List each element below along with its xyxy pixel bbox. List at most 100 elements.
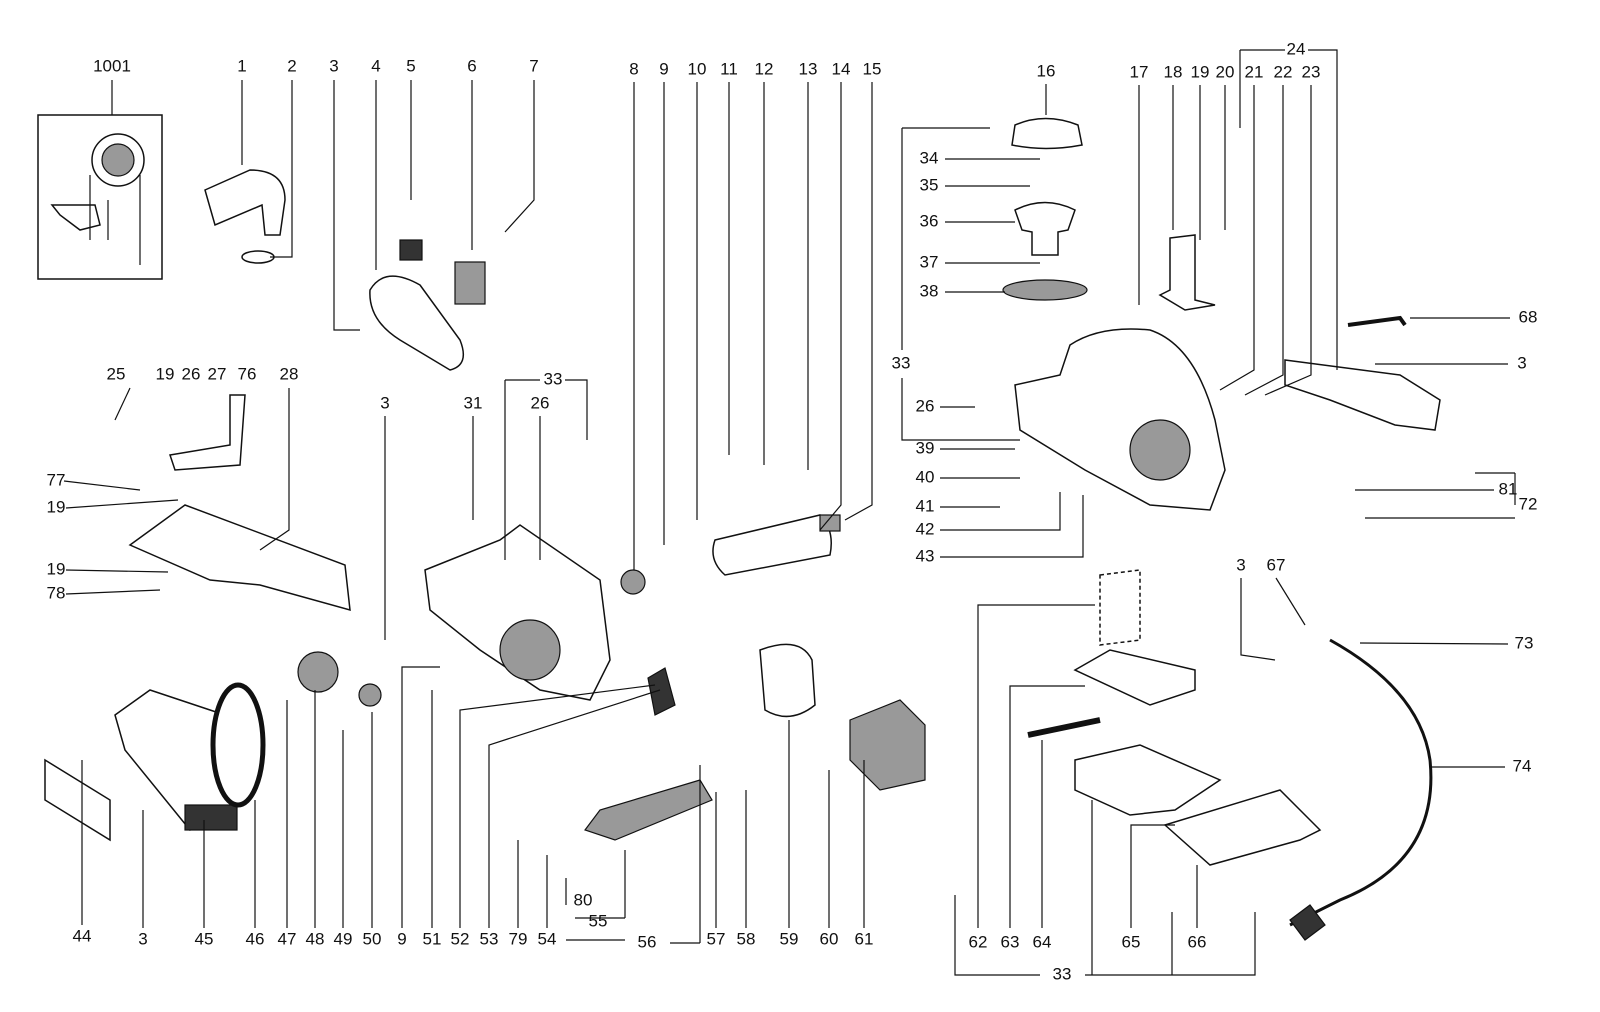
plug <box>1289 904 1326 941</box>
leader-line <box>1240 578 1276 661</box>
callout-label: 20 <box>1216 62 1235 81</box>
part-1016-cap <box>1011 117 1083 150</box>
callout-label: 4 <box>371 56 380 75</box>
callout-label: 43 <box>916 546 935 565</box>
callout-label: 53 <box>480 929 499 948</box>
callout-label: 36 <box>920 211 939 230</box>
part-27-angle <box>169 394 246 471</box>
callout-label: 33 <box>1053 964 1072 983</box>
leader-line <box>1130 824 1175 928</box>
leader-line <box>844 82 873 521</box>
callout-label: 1 <box>237 56 246 75</box>
part-74-cable <box>1289 638 1433 927</box>
part-15-sleeve <box>819 514 841 532</box>
callout-label: 26 <box>531 393 550 412</box>
part-56-armature <box>584 779 713 841</box>
callout-label: 57 <box>707 929 726 948</box>
leader-line <box>1359 642 1509 645</box>
callout-label: 16 <box>1037 61 1056 80</box>
callout-label: 8 <box>629 59 638 78</box>
callout-label: 46 <box>246 929 265 948</box>
callout-label: 15 <box>863 59 882 78</box>
callout-label: 45 <box>195 929 214 948</box>
leader-line <box>1308 49 1338 370</box>
motor-housing-opening <box>1129 419 1191 481</box>
part-62-spring <box>1099 569 1141 646</box>
callout-label: 11 <box>720 59 738 78</box>
part-44-label <box>44 758 111 842</box>
callout-label: 2 <box>287 56 296 75</box>
part-38-plate <box>1002 279 1088 301</box>
callout-label: 27 <box>208 364 227 383</box>
callout-label: 28 <box>280 364 299 383</box>
part-50-pulley <box>358 683 382 707</box>
callout-label: 41 <box>916 496 935 515</box>
part-36-knob <box>1014 201 1076 256</box>
callout-label: 7 <box>529 56 538 75</box>
callout-label: 19 <box>47 497 66 516</box>
leader-lines <box>63 49 1516 976</box>
callout-label: 33 <box>892 353 911 372</box>
part-59-ring <box>759 643 816 718</box>
leader-line <box>565 379 588 440</box>
callout-label: 13 <box>799 59 818 78</box>
callout-label: 24 <box>1287 39 1306 58</box>
callout-label: 48 <box>306 929 325 948</box>
callout-label: 73 <box>1515 633 1534 652</box>
leader-line <box>1264 85 1312 396</box>
part-5-brush <box>399 239 423 261</box>
callout-label: 76 <box>238 364 257 383</box>
callout-label: 34 <box>920 148 939 167</box>
callout-label: 3 <box>138 929 147 948</box>
main-housing-right <box>1014 328 1226 511</box>
callout-label: 62 <box>969 932 988 951</box>
callout-label: 21 <box>1245 62 1264 81</box>
callout-label: 81 <box>1499 479 1518 498</box>
leader-line <box>63 480 141 491</box>
callout-label: 63 <box>1001 932 1020 951</box>
callout-label: 31 <box>464 393 483 412</box>
part-4-cover <box>369 275 465 371</box>
callout-label: 5 <box>406 56 415 75</box>
part-6-switch <box>454 261 486 305</box>
callout-label: 67 <box>1267 555 1286 574</box>
callout-label: 12 <box>755 59 774 78</box>
part-8-bearing <box>620 569 646 595</box>
leader-line <box>954 895 1040 976</box>
callout-label: 26 <box>182 364 201 383</box>
leader-line <box>1085 912 1256 976</box>
callout-label: 6 <box>467 56 476 75</box>
part-68-hex-key <box>1347 315 1407 327</box>
callout-label: 65 <box>1122 932 1141 951</box>
callout-label: 10 <box>688 59 707 78</box>
leader-line <box>259 388 290 551</box>
callout-label: 23 <box>1302 62 1321 81</box>
callout-label: 3 <box>1236 555 1245 574</box>
callout-label: 59 <box>780 929 799 948</box>
leader-line <box>65 589 161 595</box>
callout-label: 42 <box>916 519 935 538</box>
callout-label: 60 <box>820 929 839 948</box>
callout-label: 33 <box>544 369 563 388</box>
callout-label: 79 <box>509 929 528 948</box>
part-14-cutter-block <box>712 514 832 576</box>
part-2-ring <box>241 250 275 264</box>
callout-label: 1001 <box>93 56 131 75</box>
leader-line <box>1219 85 1255 391</box>
leader-line <box>65 569 169 573</box>
callout-label: 37 <box>920 252 939 271</box>
callout-label: 64 <box>1033 932 1052 951</box>
part-48-pulley <box>297 651 339 693</box>
leader-line <box>977 604 1095 928</box>
leader-line <box>504 80 535 233</box>
leader-line <box>940 492 1061 531</box>
callout-label: 9 <box>397 929 406 948</box>
callout-label: 3 <box>1517 353 1526 372</box>
callout-label: 14 <box>832 59 851 78</box>
callout-label: 55 <box>589 911 608 930</box>
part-64-rod <box>1027 717 1101 738</box>
callout-label: 52 <box>451 929 470 948</box>
callout-label: 3 <box>329 56 338 75</box>
leader-line <box>940 495 1084 558</box>
